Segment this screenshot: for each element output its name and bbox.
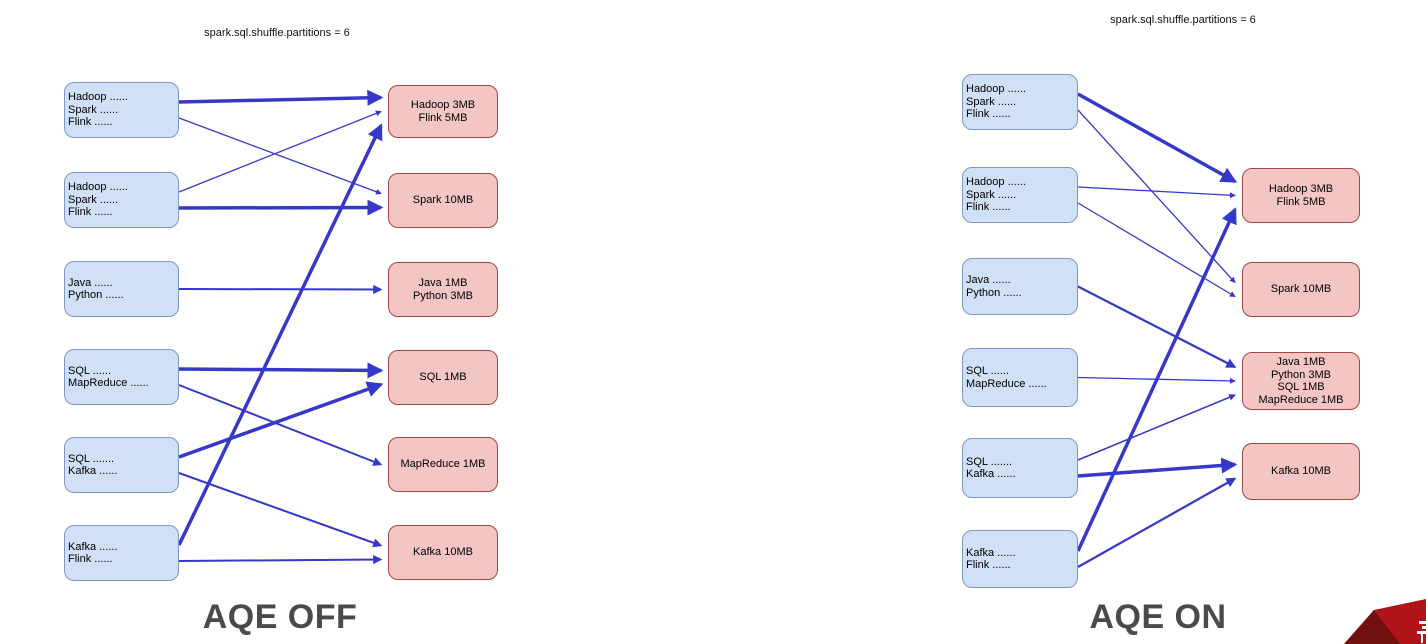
shuffle-arrow xyxy=(177,123,383,546)
shuffle-partition-box: Kafka 10MB xyxy=(1242,443,1360,500)
aqe-on-label: AQE ON xyxy=(1089,598,1227,636)
map-output-box: Hadoop ...... Spark ...... Flink ...... xyxy=(962,167,1078,223)
map-output-box: Hadoop ...... Spark ...... Flink ...... xyxy=(64,172,179,228)
map-output-box: Kafka ...... Flink ...... xyxy=(64,525,179,581)
shuffle-arrow xyxy=(178,554,383,565)
shuffle-arrow xyxy=(1077,457,1238,478)
map-output-box: SQL ....... Kafka ...... xyxy=(64,437,179,493)
shuffle-arrow xyxy=(1077,477,1237,568)
aqe-off-label: AQE OFF xyxy=(202,598,358,636)
shuffle-arrow xyxy=(178,199,384,216)
shuffle-partition-box: Kafka 10MB xyxy=(388,525,498,580)
shuffle-arrow xyxy=(178,117,382,195)
shuffle-partition-box: Hadoop 3MB Flink 5MB xyxy=(1242,168,1360,223)
shuffle-arrow xyxy=(178,384,383,466)
shuffle-partition-box: Hadoop 3MB Flink 5MB xyxy=(388,85,498,138)
shuffle-arrow xyxy=(178,110,382,193)
corner-logo-fragment xyxy=(1344,599,1426,644)
shuffle-arrow xyxy=(1077,285,1237,368)
shuffle-arrow xyxy=(178,89,384,106)
shuffle-partition-box: Java 1MB Python 3MB xyxy=(388,262,498,317)
shuffle-partition-box: Spark 10MB xyxy=(388,173,498,228)
shuffle-arrow xyxy=(178,472,383,548)
map-output-box: SQL ...... MapReduce ...... xyxy=(962,348,1078,407)
map-output-box: SQL ....... Kafka ...... xyxy=(962,438,1078,498)
shuffle-partition-box: Spark 10MB xyxy=(1242,262,1360,317)
map-output-box: Hadoop ...... Spark ...... Flink ...... xyxy=(64,82,179,138)
shuffle-arrow xyxy=(1077,109,1236,284)
shuffle-partition-box: Java 1MB Python 3MB SQL 1MB MapReduce 1M… xyxy=(1242,352,1360,410)
map-output-box: Java ...... Python ...... xyxy=(962,258,1078,315)
shuffle-partition-box: SQL 1MB xyxy=(388,350,498,405)
config-title-left: spark.sql.shuffle.partitions = 6 xyxy=(204,27,350,39)
shuffle-arrow xyxy=(1077,394,1236,461)
shuffle-arrow xyxy=(1077,92,1238,184)
shuffle-partition-box: MapReduce 1MB xyxy=(388,437,498,492)
shuffle-arrow xyxy=(178,381,384,459)
shuffle-arrow xyxy=(1077,186,1236,199)
shuffle-arrow xyxy=(1076,207,1237,552)
map-output-box: Java ...... Python ...... xyxy=(64,261,179,317)
shuffle-arrow xyxy=(178,362,384,379)
config-title-right: spark.sql.shuffle.partitions = 6 xyxy=(1110,14,1256,26)
logo-glyph-fragment xyxy=(1417,621,1426,643)
shuffle-arrow xyxy=(1077,202,1236,298)
map-output-box: Kafka ...... Flink ...... xyxy=(962,530,1078,588)
shuffle-arrow xyxy=(178,284,383,295)
map-output-box: SQL ...... MapReduce ...... xyxy=(64,349,179,405)
map-output-box: Hadoop ...... Spark ...... Flink ...... xyxy=(962,74,1078,130)
